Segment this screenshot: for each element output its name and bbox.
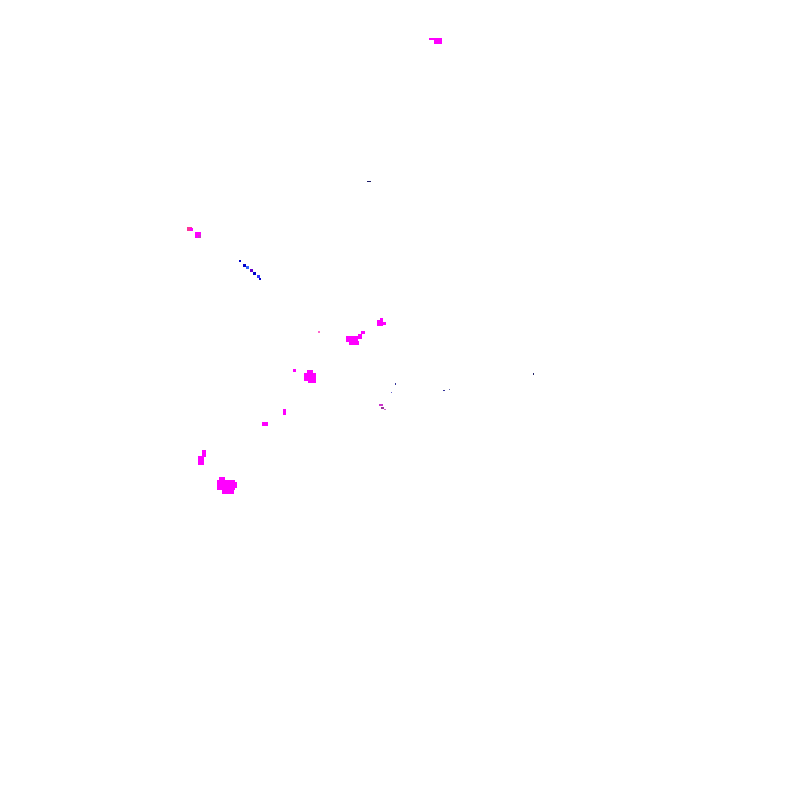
pink-speck: [379, 404, 386, 410]
magenta-patch: [377, 318, 386, 326]
magenta-patch: [293, 369, 316, 383]
magenta-patch: [217, 477, 237, 494]
blue-speck: [239, 260, 261, 280]
blue-speck: [391, 373, 534, 393]
blue-speck: [367, 181, 371, 182]
magenta-patch: [262, 409, 286, 426]
magenta-patch: [429, 38, 442, 44]
magenta-patch: [198, 450, 206, 465]
pink-speck: [187, 227, 201, 238]
magenta-patch: [318, 331, 365, 345]
